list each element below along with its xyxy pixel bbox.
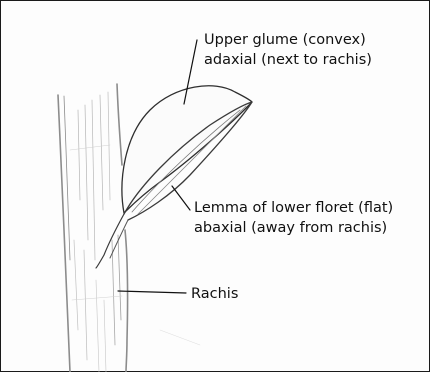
lemma-label-line2: abaxial (away from rachis) — [194, 218, 393, 238]
upper-glume-label-line1: Upper glume (convex) — [204, 30, 372, 50]
upper-glume-label-line2: adaxial (next to rachis) — [204, 50, 372, 70]
lemma-label-line1: Lemma of lower floret (flat) — [194, 198, 393, 218]
lemma-label: Lemma of lower floret (flat) abaxial (aw… — [194, 198, 393, 238]
upper-glume-shape — [122, 86, 252, 213]
leader-lemma — [172, 186, 190, 210]
rachis-label: Rachis — [191, 284, 238, 304]
upper-glume-label: Upper glume (convex) adaxial (next to ra… — [204, 30, 372, 70]
